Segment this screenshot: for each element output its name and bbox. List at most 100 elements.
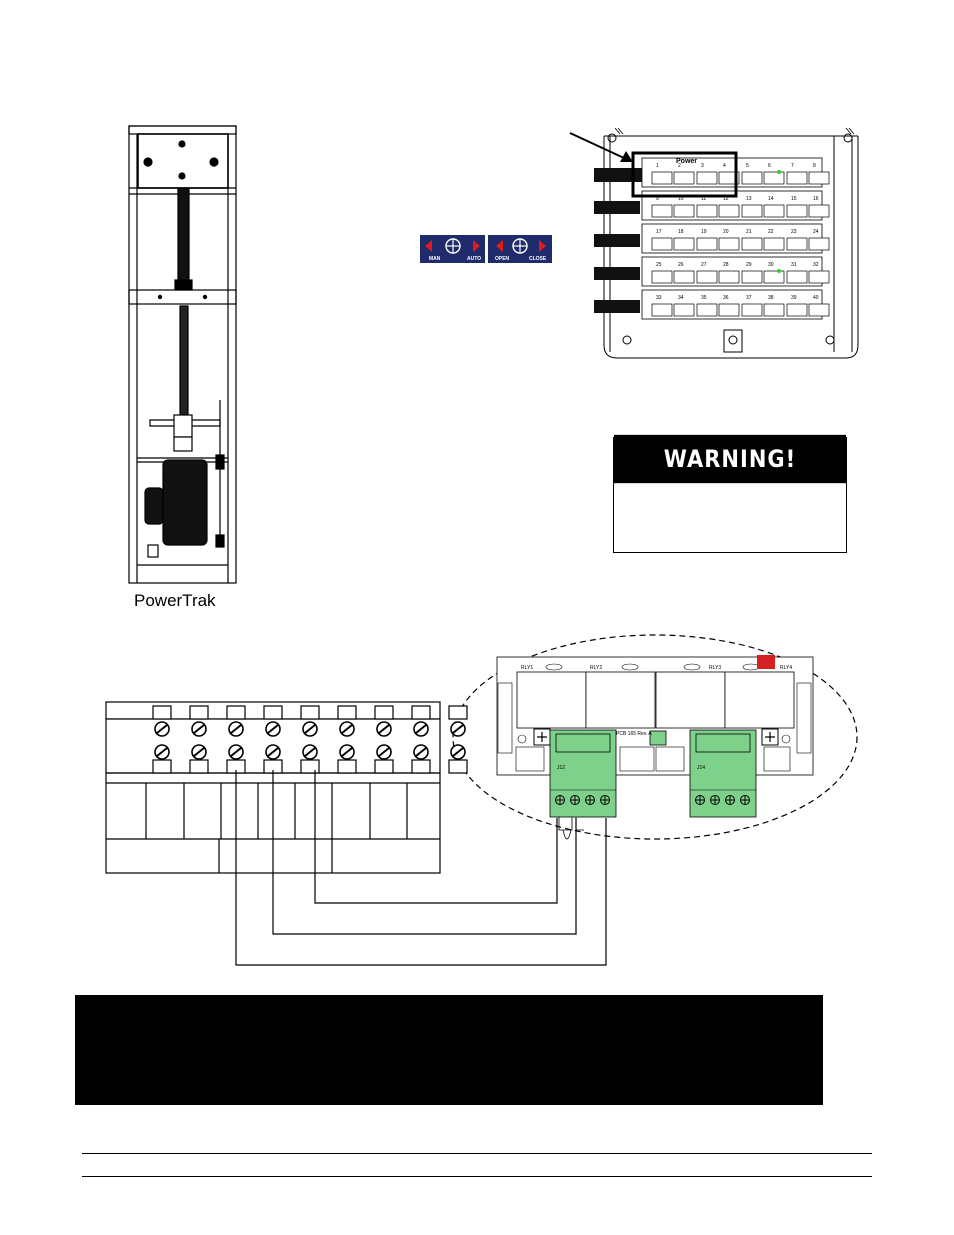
strip-terminal xyxy=(448,705,468,774)
strip-terminal xyxy=(263,705,283,774)
warning-box: WARNING! xyxy=(613,434,847,553)
plug-screw xyxy=(710,795,720,805)
strip-terminal xyxy=(374,705,394,774)
status-led xyxy=(649,730,667,746)
terminal-number: 8 xyxy=(813,163,816,169)
terminal-number: 31 xyxy=(791,262,797,268)
close-label: CLOSE xyxy=(529,256,547,262)
terminal-number: 9 xyxy=(656,196,659,202)
footer-rule-bottom xyxy=(82,1176,872,1177)
strip-terminal xyxy=(189,705,209,774)
warning-title: WARNING! xyxy=(614,434,846,484)
relay-block xyxy=(724,671,795,729)
terminal-pair: 23 24 xyxy=(786,229,830,251)
terminal-number: 13 xyxy=(746,196,752,202)
power-led-callout: Power xyxy=(569,132,738,198)
indicator-dot xyxy=(777,170,781,174)
terminal-number: 30 xyxy=(768,262,774,268)
terminal-pair: 33 34 xyxy=(651,295,695,317)
terminal-number: 12 xyxy=(723,196,729,202)
board-rev-label: PCB 165 Rev. A xyxy=(616,731,652,737)
relay-label: RLY2 xyxy=(590,665,602,671)
relay-block xyxy=(655,671,726,729)
notice-banner xyxy=(75,995,823,1105)
plug-screw xyxy=(570,795,580,805)
brand-logo xyxy=(757,655,775,669)
terminal-number: 2 xyxy=(678,163,681,169)
relay-label: RLY4 xyxy=(780,665,792,671)
terminal-number: 5 xyxy=(746,163,749,169)
terminal-number: 27 xyxy=(701,262,707,268)
terminal-number: 39 xyxy=(791,295,797,301)
terminal-number: 7 xyxy=(791,163,794,169)
strip-terminal xyxy=(152,705,172,774)
terminal-pair: 27 28 xyxy=(696,262,740,284)
man-label: MAN xyxy=(429,256,441,262)
open-label: OPEN xyxy=(495,256,510,262)
terminal-number: 20 xyxy=(723,229,729,235)
powertrak-caption: PowerTrak xyxy=(134,591,216,610)
terminal-number: 33 xyxy=(656,295,662,301)
terminal-pair: 31 32 xyxy=(786,262,830,284)
strip-terminal xyxy=(300,705,320,774)
terminal-number: 22 xyxy=(768,229,774,235)
plug-screw xyxy=(600,795,610,805)
relay-label: RLY3 xyxy=(709,665,721,671)
terminal-number: 24 xyxy=(813,229,819,235)
relay-label: RLY1 xyxy=(521,665,533,671)
terminal-number: 37 xyxy=(746,295,752,301)
relay-block xyxy=(585,671,656,729)
board-detail: RLY1 RLY2 RLY3 RLY4 PCB 165 Rev. A J12 xyxy=(452,634,858,840)
terminal-number: 25 xyxy=(656,262,662,268)
control-button-panels: MAN AUTO OPEN CLOSE xyxy=(420,235,552,263)
terminal-number: 34 xyxy=(678,295,684,301)
plug-screw xyxy=(555,795,565,805)
fuse-clip xyxy=(621,663,639,671)
plug-screws xyxy=(555,795,750,805)
terminal-number: 16 xyxy=(813,196,819,202)
strip-terminal xyxy=(337,705,357,774)
powertrak-actuator xyxy=(128,125,237,584)
terminal-number: 38 xyxy=(768,295,774,301)
terminal-number: 11 xyxy=(701,196,706,202)
terminal-number: 23 xyxy=(791,229,797,235)
auto-label: AUTO xyxy=(467,256,481,262)
footer-rule-top xyxy=(82,1153,872,1154)
plug-screw xyxy=(725,795,735,805)
terminal-pair: 37 38 xyxy=(741,295,785,317)
terminal-number: 28 xyxy=(723,262,729,268)
terminal-number: 14 xyxy=(768,196,774,202)
fuse-clip xyxy=(545,663,563,671)
terminal-pair: 9 10 xyxy=(651,196,695,218)
terminal-pair: 11 12 xyxy=(696,196,740,218)
field-wires xyxy=(235,770,607,966)
power-led-label: Power xyxy=(676,158,697,165)
terminal-number: 15 xyxy=(791,196,797,202)
terminal-pair: 13 14 xyxy=(741,196,785,218)
board-connectors xyxy=(497,682,812,772)
terminal-number: 1 xyxy=(656,163,659,169)
terminal-number: 40 xyxy=(813,295,819,301)
j14-label: J14 xyxy=(697,765,705,771)
terminal-number: 10 xyxy=(678,196,684,202)
relay-blocks xyxy=(516,671,795,729)
terminal-number: 35 xyxy=(701,295,707,301)
terminal-number: 4 xyxy=(723,163,726,169)
j12-label: J12 xyxy=(557,765,565,771)
open-close-panel: OPEN CLOSE xyxy=(488,235,552,263)
terminal-number: 6 xyxy=(768,163,771,169)
terminal-number: 18 xyxy=(678,229,684,235)
terminal-number: 32 xyxy=(813,262,819,268)
terminal-number: 29 xyxy=(746,262,752,268)
terminal-strip-cells xyxy=(145,705,468,839)
